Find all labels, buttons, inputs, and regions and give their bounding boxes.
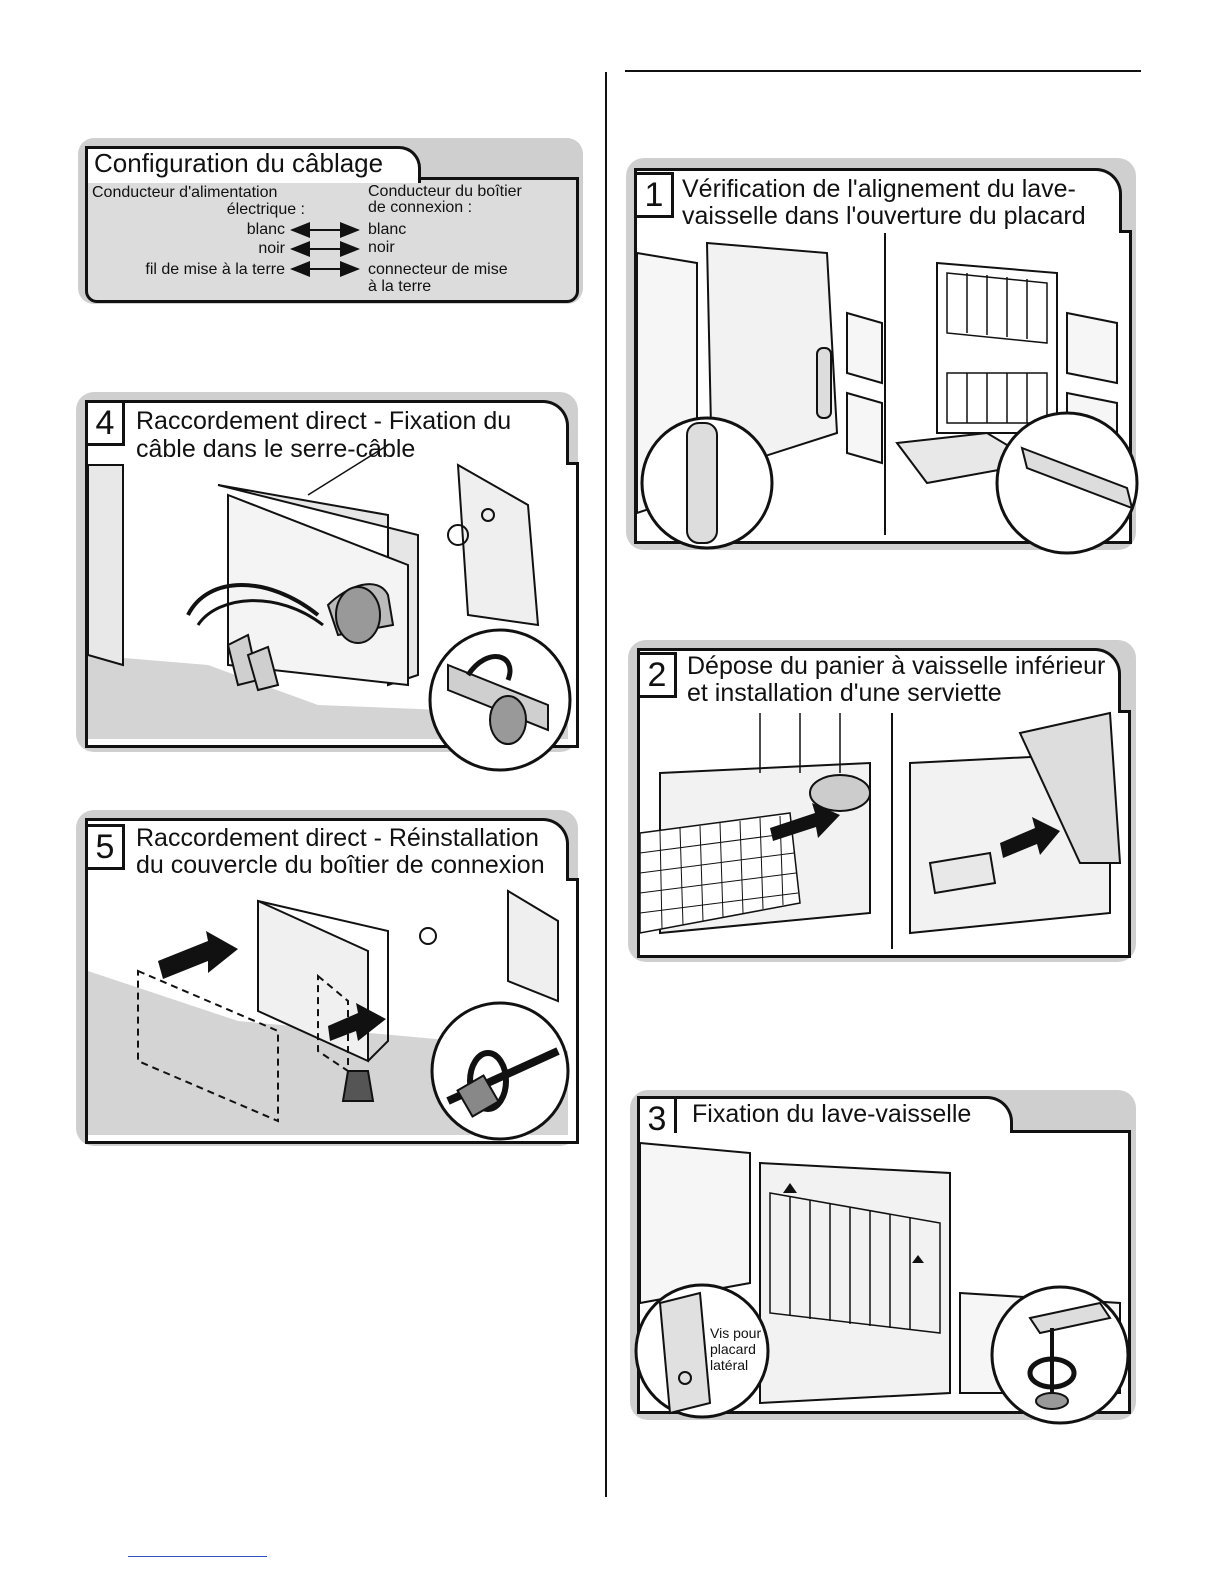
- left-header-line1: Conducteur d'alimentation: [92, 184, 278, 201]
- step-3-tab: [637, 1096, 1013, 1136]
- step-2-tab: [637, 648, 1121, 716]
- step-2-illustration: [639, 711, 1122, 949]
- step-1-tab: [634, 168, 1122, 236]
- left-header-line2: électrique :: [226, 201, 305, 218]
- step-4-illustration: [87, 444, 572, 772]
- row-left-black: noir: [258, 240, 285, 257]
- row-right-black: noir: [368, 239, 395, 256]
- step-2-title-line2: et installation d'une serviette: [687, 679, 1002, 707]
- step-4-title-line2: câble dans le serre-câble: [136, 435, 416, 463]
- row-right-ground-line1: connecteur de mise: [368, 261, 508, 278]
- right-header-line2: de connexion :: [368, 199, 473, 216]
- step-5-tab: [85, 818, 569, 884]
- row-right-ground-line2: à la terre: [368, 278, 432, 295]
- callout-line3: latéral: [710, 1357, 749, 1373]
- step-2-number: 2: [637, 652, 677, 698]
- step-1-number: 1: [634, 172, 674, 218]
- step-1-illustration: [636, 233, 1139, 555]
- step-5-title-line2: du couvercle du boîtier de connexion: [136, 851, 545, 879]
- step-1-title-line1: Vérification de l'alignement du lave-: [682, 175, 1076, 203]
- step-5-title-line1: Raccordement direct - Réinstallation: [136, 824, 539, 852]
- callout-line1: Vis pour: [710, 1325, 762, 1341]
- callout-line2: placard: [710, 1341, 756, 1357]
- row-left-ground: fil de mise à la terre: [145, 261, 285, 278]
- step-3-illustration: [634, 1133, 1130, 1425]
- wiring-title: Configuration du câblage: [94, 148, 384, 178]
- row-left-white: blanc: [246, 221, 285, 238]
- step-1-title-line2: vaisselle dans l'ouverture du placard: [682, 202, 1086, 230]
- wiring-panel-body: [85, 177, 579, 303]
- step-5-number: 5: [85, 824, 125, 870]
- step-4-title-line1: Raccordement direct - Fixation du: [136, 407, 512, 435]
- row-right-white: blanc: [368, 221, 407, 238]
- step-3-title-line1: Fixation du lave-vaisselle: [692, 1100, 972, 1128]
- step-4-tab: [85, 400, 569, 468]
- top-rule: [625, 70, 1141, 72]
- step-4-number: 4: [85, 400, 125, 446]
- footer-rule: [128, 1556, 267, 1557]
- right-header-line1: Conducteur du boîtier: [368, 183, 522, 200]
- column-divider: [605, 72, 607, 1497]
- step-5-illustration: [88, 881, 570, 1141]
- wiring-panel-tab: [85, 146, 421, 183]
- step-2-title-line1: Dépose du panier à vaisselle inférieur: [687, 652, 1106, 680]
